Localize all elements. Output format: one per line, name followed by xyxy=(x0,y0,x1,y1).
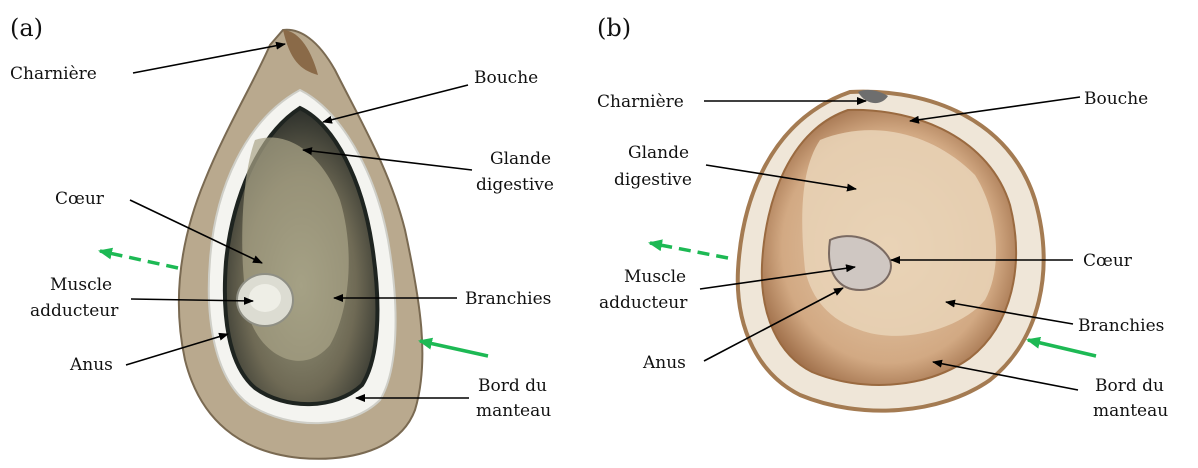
label-anus-b: Anus xyxy=(642,353,686,373)
label-glande-a-2: digestive xyxy=(476,175,554,195)
label-muscle-b-2: adducteur xyxy=(599,293,688,313)
label-charniere-a: Charnière xyxy=(10,64,97,84)
label-bouche-a: Bouche xyxy=(474,68,538,88)
label-muscle-a-1: Muscle xyxy=(50,275,112,295)
panel-b-letter: (b) xyxy=(597,14,631,42)
label-coeur-b: Cœur xyxy=(1083,251,1133,271)
panel-b: (b) Charnière Bouche Glande digestive Cœ… xyxy=(597,14,1168,421)
label-anus-a: Anus xyxy=(69,355,113,375)
label-bord-a-2: manteau xyxy=(476,401,551,421)
panel-a: (a) Charnière Bouche Glande digestive Cœ… xyxy=(10,14,554,459)
label-charniere-b: Charnière xyxy=(597,92,684,112)
label-muscle-a-2: adducteur xyxy=(30,301,119,321)
label-muscle-b-1: Muscle xyxy=(624,267,686,287)
label-glande-a-1: Glande xyxy=(490,149,551,169)
label-bord-b-2: manteau xyxy=(1093,401,1168,421)
label-bord-b-1: Bord du xyxy=(1095,376,1164,396)
label-glande-b-2: digestive xyxy=(614,170,692,190)
label-branchies-a: Branchies xyxy=(465,289,551,309)
label-glande-b-1: Glande xyxy=(628,143,689,163)
label-bord-a-1: Bord du xyxy=(478,376,547,396)
oyster-b-illustration xyxy=(738,90,1044,411)
oyster-a-illustration xyxy=(179,30,423,459)
label-coeur-a: Cœur xyxy=(55,189,105,209)
label-branchies-b: Branchies xyxy=(1078,316,1164,336)
panel-a-letter: (a) xyxy=(10,14,43,42)
label-bouche-b: Bouche xyxy=(1084,89,1148,109)
